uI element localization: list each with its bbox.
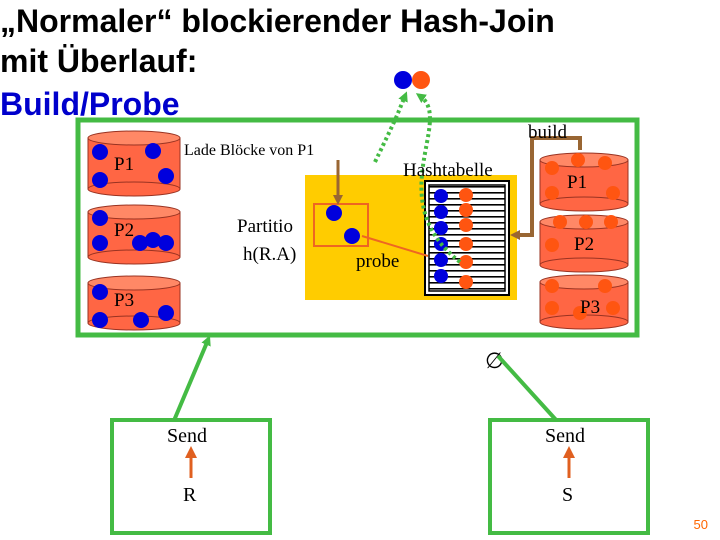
output-arrow-blue bbox=[373, 91, 408, 163]
hash-table-dots bbox=[434, 188, 473, 289]
right-disk-label-p1: P1 bbox=[567, 172, 587, 193]
page-number: 50 bbox=[693, 517, 708, 532]
connector-right bbox=[496, 354, 559, 423]
right-disk-dots bbox=[545, 153, 620, 320]
relation-label-s: S bbox=[562, 484, 573, 506]
connector-left bbox=[168, 335, 211, 431]
probe-label: probe bbox=[356, 251, 399, 272]
result-tuple bbox=[394, 71, 430, 89]
output-arrow-orange bbox=[415, 93, 462, 264]
left-disk-label-p2: P2 bbox=[114, 220, 134, 241]
title-line-2: mit Überlauf: bbox=[0, 43, 198, 79]
left-disk-label-p3: P3 bbox=[114, 290, 134, 311]
lade-label: Lade Blöcke von P1 bbox=[184, 142, 314, 159]
right-disk-label-p2: P2 bbox=[574, 234, 594, 255]
send-label-left: Send bbox=[167, 425, 207, 447]
left-disk-label-p1: P1 bbox=[114, 154, 134, 175]
probe-line bbox=[361, 235, 429, 257]
left-disk-dots bbox=[92, 143, 174, 328]
title-line-1: „Normaler“ blockierender Hash-Join bbox=[0, 3, 555, 39]
build-label: build bbox=[528, 122, 568, 143]
hashtabelle-label: Hashtabelle bbox=[403, 160, 493, 181]
right-disk-labels: P1 P2 P3 bbox=[567, 172, 600, 318]
partition-label-1: Partitio bbox=[237, 216, 293, 237]
left-disk-labels: P1 P2 P3 bbox=[114, 154, 134, 311]
right-disk-label-p3: P3 bbox=[580, 297, 600, 318]
empty-set-symbol: ∅ bbox=[485, 348, 504, 373]
title-line-3: Build/Probe bbox=[0, 86, 180, 122]
send-label-right: Send bbox=[545, 425, 585, 447]
partition-label-2: h(R.A) bbox=[243, 244, 296, 265]
build-arrow bbox=[510, 136, 582, 240]
relation-label-r: R bbox=[183, 484, 197, 506]
node-frame bbox=[75, 117, 640, 338]
